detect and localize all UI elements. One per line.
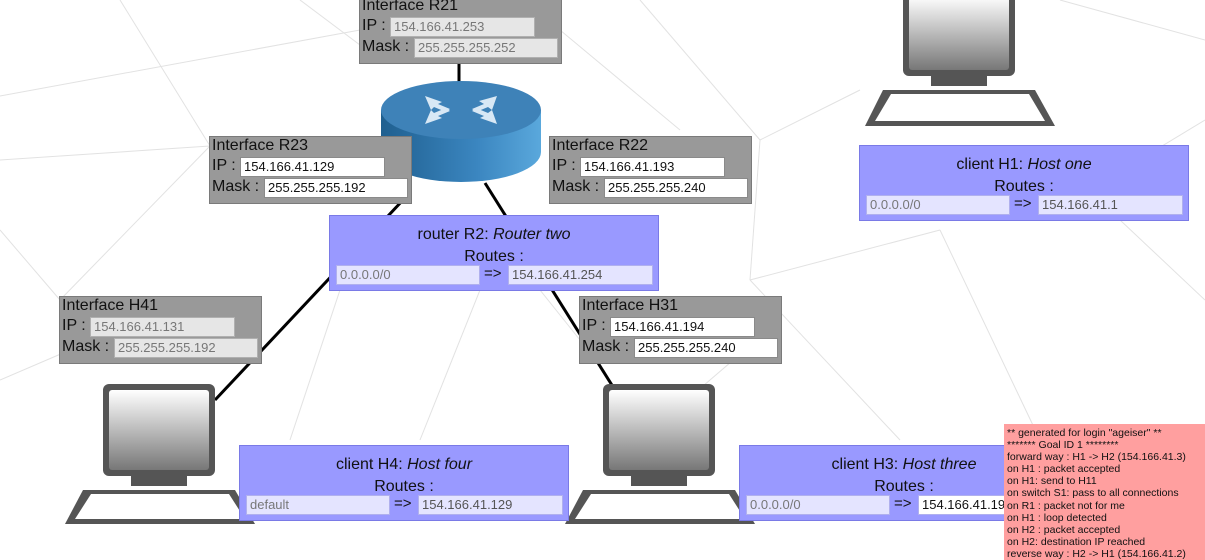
router-r2-panel: router R2: Router two Routes : 0.0.0.0/0…	[329, 215, 659, 291]
log-line: on H2: destination IP reached	[1007, 535, 1146, 548]
node-name: Host four	[407, 456, 473, 473]
log-line: ******* Goal ID 1 ********	[1007, 439, 1119, 452]
routes-label: Routes :	[374, 478, 434, 495]
interface-title: Interface R23	[212, 137, 309, 154]
route-destination-field[interactable]: 0.0.0.0/0	[746, 495, 890, 515]
interface-title: Interface R22	[552, 137, 649, 154]
route-destination-field[interactable]: 0.0.0.0/0	[336, 265, 480, 285]
routes-label: Routes :	[874, 478, 934, 495]
route-arrow: =>	[394, 495, 412, 512]
routes-label: Routes :	[464, 248, 524, 265]
node-name: Host three	[902, 456, 977, 473]
interface-r21-panel: Interface R21 IP : 154.166.41.253 Mask :…	[359, 0, 562, 64]
interface-h31-panel: Interface H31 IP : 154.166.41.194 Mask :…	[579, 296, 782, 364]
computer-icon	[65, 384, 255, 524]
log-line: on H1: send to H11	[1007, 475, 1097, 488]
log-line: on H1 : packet accepted	[1007, 463, 1121, 476]
ip-field[interactable]: 154.166.41.129	[240, 157, 385, 177]
node-name: Router two	[493, 226, 571, 243]
interface-title: Interface H31	[582, 297, 679, 314]
log-line: on H1 : loop detected	[1007, 511, 1107, 524]
node-prefix: client H4:	[335, 456, 408, 473]
route-destination-field[interactable]: default	[246, 495, 390, 515]
ip-label: IP :	[62, 317, 86, 334]
interface-title: Interface H41	[62, 297, 159, 314]
route-arrow: =>	[894, 495, 912, 512]
ip-label: IP :	[582, 317, 606, 334]
router-icon	[381, 81, 541, 182]
client-h1-panel: client H1: Host one Routes : 0.0.0.0/0 =…	[859, 145, 1189, 221]
mask-label: Mask :	[552, 178, 600, 195]
ip-label: IP :	[552, 157, 576, 174]
ip-field[interactable]: 154.166.41.131	[90, 317, 235, 337]
interface-r23-panel: Interface R23 IP : 154.166.41.129 Mask :…	[209, 136, 412, 204]
computer-icon	[865, 0, 1055, 126]
route-gateway-field[interactable]: 154.166.41.254	[508, 265, 653, 285]
log-line: forward way : H1 -> H2 (154.166.41.3)	[1007, 451, 1186, 464]
computer-icon	[565, 384, 755, 524]
log-line: on R1 : packet not for me	[1007, 499, 1125, 512]
route-gateway-field[interactable]: 154.166.41.129	[418, 495, 563, 515]
mask-label: Mask :	[362, 38, 410, 55]
routes-label: Routes :	[994, 178, 1054, 195]
route-destination-field[interactable]: 0.0.0.0/0	[866, 195, 1010, 215]
route-arrow: =>	[1014, 195, 1032, 212]
log-line: reverse way : H2 -> H1 (154.166.41.2)	[1007, 547, 1186, 560]
log-line: ** generated for login "ageiser" **	[1007, 427, 1162, 439]
interface-h41-panel: Interface H41 IP : 154.166.41.131 Mask :…	[59, 296, 262, 364]
mask-field[interactable]: 255.255.255.252	[414, 38, 558, 58]
node-prefix: client H3:	[831, 456, 903, 473]
ip-label: IP :	[362, 17, 386, 34]
mask-label: Mask :	[62, 338, 110, 355]
route-arrow: =>	[484, 265, 502, 282]
ip-label: IP :	[212, 157, 236, 174]
client-h4-panel: client H4: Host four Routes : default =>…	[239, 445, 569, 521]
interface-title: Interface R21	[362, 0, 459, 14]
log-line: on H2 : packet accepted	[1007, 523, 1121, 536]
log-line: on switch S1: pass to all connections	[1007, 487, 1179, 500]
node-prefix: router R2:	[417, 226, 494, 243]
node-prefix: client H1:	[956, 156, 1028, 173]
mask-field[interactable]: 255.255.255.240	[604, 178, 748, 198]
mask-label: Mask :	[212, 178, 260, 195]
ip-field[interactable]: 154.166.41.194	[610, 317, 755, 337]
mask-field[interactable]: 255.255.255.240	[634, 338, 778, 358]
node-name: Host one	[1027, 156, 1092, 173]
ip-field[interactable]: 154.166.41.253	[390, 17, 535, 37]
mask-label: Mask :	[582, 338, 630, 355]
route-gateway-field[interactable]: 154.166.41.1	[1038, 195, 1183, 215]
mask-field[interactable]: 255.255.255.192	[264, 178, 408, 198]
ip-field[interactable]: 154.166.41.193	[580, 157, 725, 177]
mask-field[interactable]: 255.255.255.192	[114, 338, 258, 358]
interface-r22-panel: Interface R22 IP : 154.166.41.193 Mask :…	[549, 136, 752, 204]
simulation-log-panel: ** generated for login "ageiser" ** ****…	[1004, 424, 1205, 560]
